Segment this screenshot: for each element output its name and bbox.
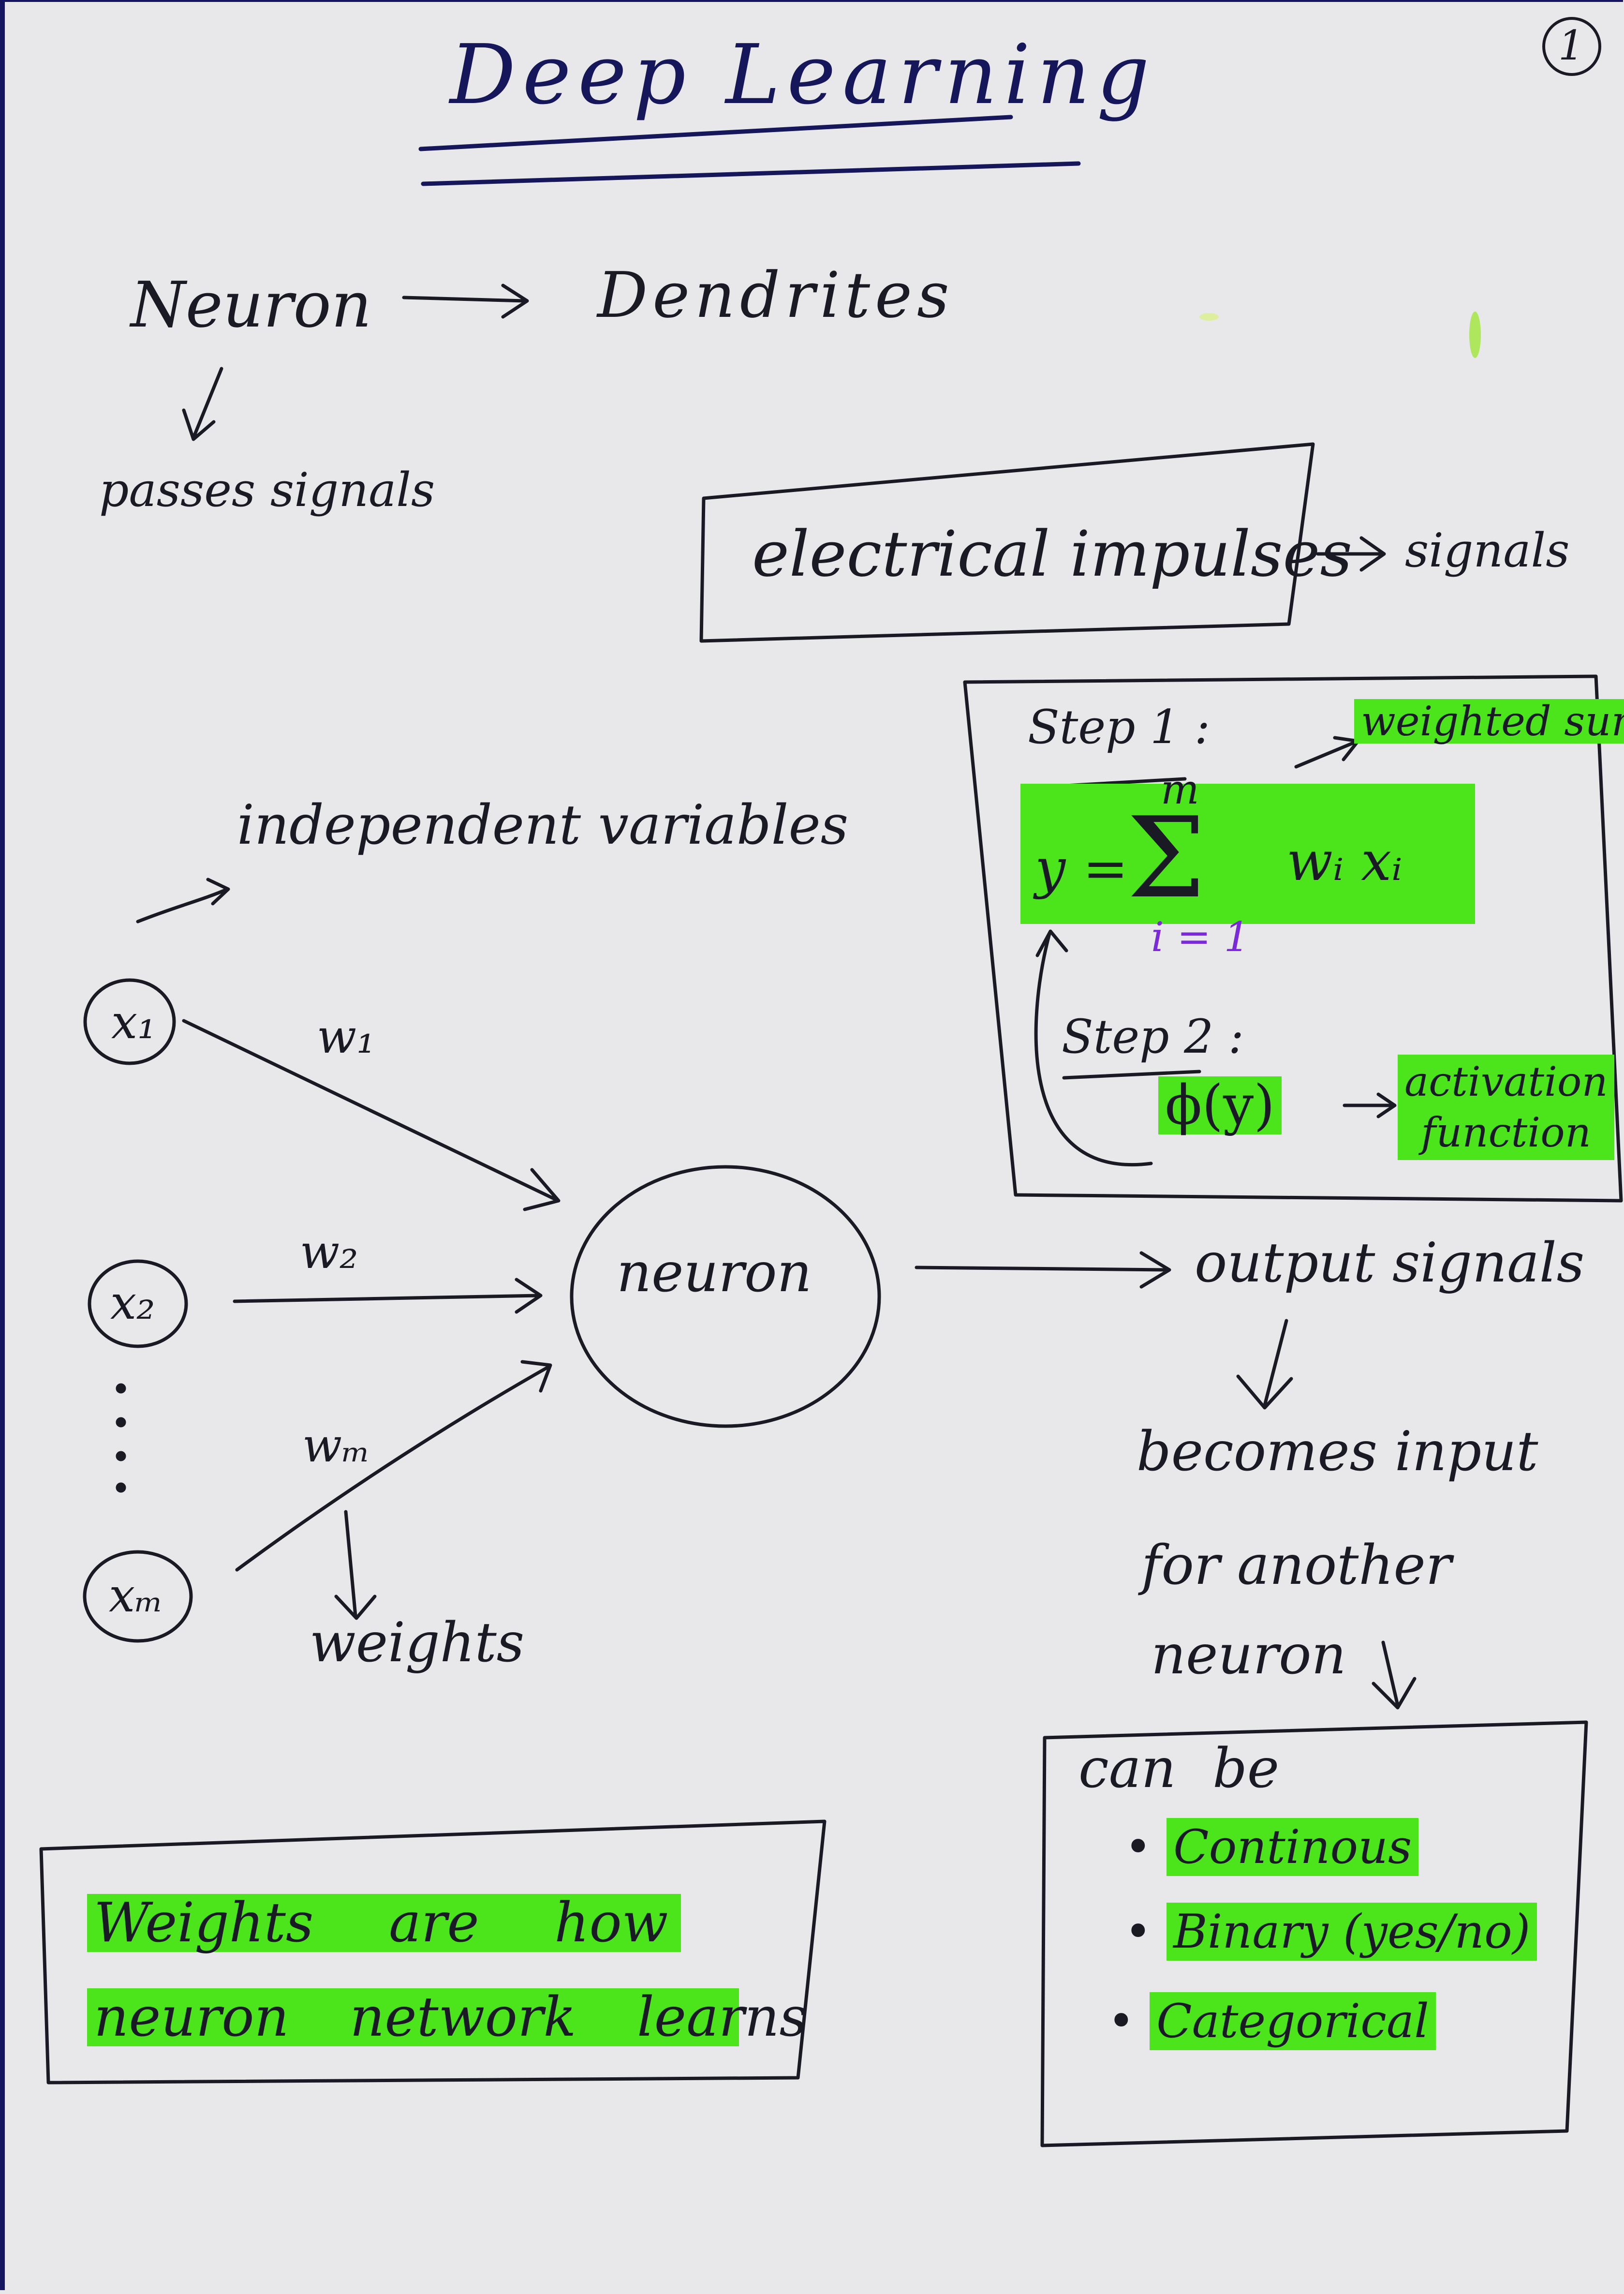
passes-signals-label: passes signals (99, 463, 435, 517)
sigma-symbol: Σ (1127, 794, 1206, 923)
sigma-lower-limit: i = 1 (1151, 913, 1250, 961)
formula-rhs: wᵢ xᵢ (1286, 830, 1403, 893)
activation-function-label: activation function (1398, 1055, 1614, 1160)
weight-arrow-m (235, 1360, 552, 1572)
weights-box-outline (39, 1819, 827, 2085)
neuron-next-label: neuron (1151, 1624, 1346, 1686)
page-number: 1 (1558, 22, 1584, 69)
feedback-loop-arrow (1034, 929, 1153, 1166)
step2-label: Step 2 : (1062, 1010, 1244, 1064)
weights-note-line2: neuron network learns (87, 1988, 807, 2046)
page-title: Deep Learning (450, 27, 1156, 123)
page-number-circle (1542, 17, 1601, 76)
arrow-next-neuron (1372, 1640, 1417, 1710)
can-be-item-continuous: Continous (1124, 1818, 1419, 1876)
input-xm: xₘ (109, 1568, 164, 1623)
arrow-neuron-dendrites (402, 283, 529, 319)
becomes-input-label: becomes input (1137, 1420, 1538, 1483)
can-be-item-label: Continous (1166, 1818, 1419, 1876)
neuron-label: Neuron (131, 268, 372, 342)
ellipsis-dot (116, 1383, 126, 1394)
step1-label: Step 1 : (1028, 700, 1211, 754)
neuron-circle (570, 1165, 881, 1428)
formula-highlight (1020, 784, 1475, 924)
input-circle-x2 (88, 1259, 188, 1348)
can-be-heading: can be (1078, 1737, 1280, 1800)
weight-arrow-1 (182, 1019, 561, 1211)
input-x2: x₂ (110, 1276, 155, 1330)
arrow-impulses-signals (1316, 536, 1386, 572)
steps-box-outline (963, 674, 1623, 1203)
arrow-output (915, 1251, 1171, 1289)
can-be-box-outline (1040, 1720, 1588, 2147)
dendrites-label: Dendrites (597, 258, 954, 332)
ellipsis-dot (116, 1482, 126, 1493)
ellipsis-dot (116, 1451, 126, 1461)
weight-w2: w₂ (300, 1225, 358, 1279)
phi-expression: ϕ(y) (1158, 1076, 1282, 1134)
for-another-label: for another (1141, 1534, 1452, 1597)
can-be-item-label: Binary (yes/no) (1166, 1903, 1537, 1961)
electrical-impulses-label: electrical impulses (752, 517, 1353, 591)
arrow-activation (1343, 1092, 1397, 1118)
input-circle-xm (83, 1550, 193, 1643)
arrow-neuron-down (182, 367, 223, 441)
title-underline-1 (418, 115, 1013, 151)
weight-arrow-2 (233, 1278, 543, 1314)
weight-wm: wₘ (302, 1418, 371, 1473)
highlighter-smudge (1469, 312, 1481, 358)
arrow-weights-label (334, 1510, 377, 1620)
ellipsis-dot (116, 1417, 126, 1428)
weights-label: weights (310, 1611, 525, 1674)
formula-lhs: y = (1035, 837, 1128, 900)
electrical-impulses-box (699, 442, 1315, 643)
weighted-sum-label: weighted sum (1354, 699, 1624, 744)
highlighter-smudge (1199, 313, 1219, 321)
arrow-weighted-sum (1294, 736, 1360, 769)
signals-label: signals (1405, 523, 1570, 578)
output-signals-label: output signals (1195, 1232, 1585, 1295)
step2-underline (1062, 1070, 1201, 1080)
sigma-upper-limit: m (1161, 766, 1199, 813)
arrow-independent-vars (136, 878, 230, 924)
can-be-item-categorical: Categorical (1107, 1992, 1436, 2050)
can-be-item-label: Categorical (1150, 1992, 1436, 2050)
independent-variables-label: independent variables (237, 794, 849, 857)
weight-w1: w₁ (317, 1010, 375, 1064)
input-x1: x₁ (111, 995, 156, 1049)
input-circle-x1 (83, 978, 176, 1065)
weights-note-line1: Weights are how (87, 1894, 681, 1952)
title-underline-2 (421, 161, 1081, 186)
can-be-item-binary: Binary (yes/no) (1124, 1903, 1537, 1961)
arrow-output-down (1236, 1319, 1293, 1410)
neuron-center-label: neuron (617, 1241, 812, 1304)
